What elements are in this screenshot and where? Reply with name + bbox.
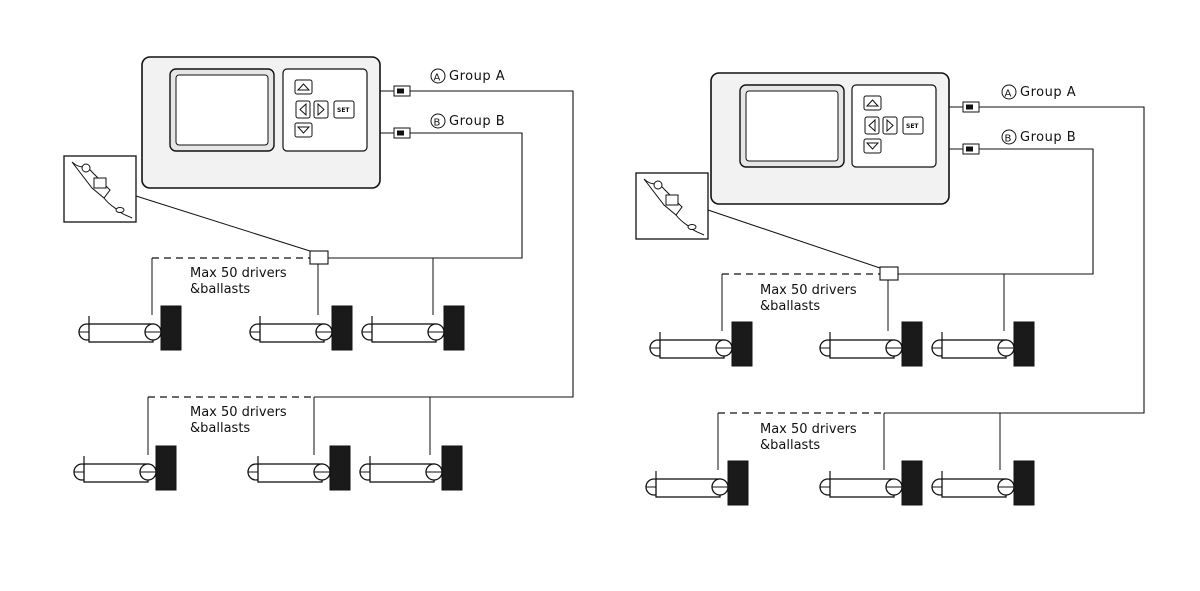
- lamp-fixture: [249, 305, 353, 351]
- down-arrow-key[interactable]: [863, 138, 882, 154]
- set-key[interactable]: SET: [333, 100, 355, 119]
- branch-bottom-label-2: &ballasts: [190, 421, 250, 436]
- group-a-wire: [314, 90, 574, 398]
- set-key-label: SET: [337, 107, 350, 114]
- lamp-fixture: [361, 305, 465, 351]
- sensor-cable: [707, 209, 881, 269]
- left-arrow-key[interactable]: [295, 100, 311, 119]
- group-b-marker: B: [1005, 134, 1012, 145]
- branch-bottom-label-1: Max 50 drivers: [190, 405, 287, 420]
- sensor-cable: [135, 195, 311, 252]
- lamp-fixture: [931, 460, 1035, 506]
- lamp-fixture: [359, 445, 463, 491]
- lamp-fixture: [819, 321, 923, 367]
- group-a-label: A Group A: [1001, 84, 1076, 100]
- branch-top-label-2: &ballasts: [190, 282, 250, 297]
- controller-unit: SET: [141, 56, 381, 189]
- group-b-wire: [898, 148, 1094, 275]
- sensor-inset: [635, 172, 709, 240]
- group-a-marker: A: [434, 73, 441, 84]
- junction-box: [879, 266, 899, 281]
- left-arrow-key[interactable]: [864, 116, 880, 135]
- branch-bottom-label-2: &ballasts: [760, 438, 820, 453]
- group-a-marker: A: [1005, 89, 1012, 100]
- lamp-fixture: [73, 445, 177, 491]
- lamp-fixture: [247, 445, 351, 491]
- group-a-label: A Group A: [430, 68, 505, 84]
- branch-top-label-1: Max 50 drivers: [190, 266, 287, 281]
- lamp-fixture: [78, 305, 182, 351]
- group-b-text: Group B: [449, 114, 505, 129]
- down-arrow-key[interactable]: [294, 122, 313, 138]
- lamp-fixture: [819, 460, 923, 506]
- right-arrow-key[interactable]: [313, 100, 329, 119]
- right-arrow-key[interactable]: [882, 116, 898, 135]
- group-a-text: Group A: [1020, 85, 1076, 100]
- group-a-wire: [884, 106, 1145, 414]
- lamp-fixture: [645, 460, 749, 506]
- group-b-label: B Group B: [1001, 129, 1076, 145]
- group-b-marker: B: [434, 118, 441, 129]
- up-arrow-key[interactable]: [294, 79, 313, 95]
- branch-top-label-1: Max 50 drivers: [760, 283, 857, 298]
- set-key[interactable]: SET: [902, 116, 924, 135]
- up-arrow-key[interactable]: [863, 95, 882, 111]
- branch-top-label-2: &ballasts: [760, 299, 820, 314]
- branch-bottom-label-1: Max 50 drivers: [760, 422, 857, 437]
- group-b-wire: [328, 132, 523, 259]
- sensor-inset: [63, 155, 137, 223]
- lamp-fixture: [649, 321, 753, 367]
- set-key-label: SET: [906, 123, 919, 130]
- diagram-left: SET A Group A B Group B: [63, 56, 574, 491]
- junction-box: [309, 250, 329, 265]
- lamp-fixture: [931, 321, 1035, 367]
- group-a-text: Group A: [449, 69, 505, 84]
- group-b-text: Group B: [1020, 130, 1076, 145]
- diagram-right: SET A Group A B Group B: [635, 72, 1145, 506]
- controller-unit: SET: [710, 72, 950, 205]
- group-b-label: B Group B: [430, 113, 505, 129]
